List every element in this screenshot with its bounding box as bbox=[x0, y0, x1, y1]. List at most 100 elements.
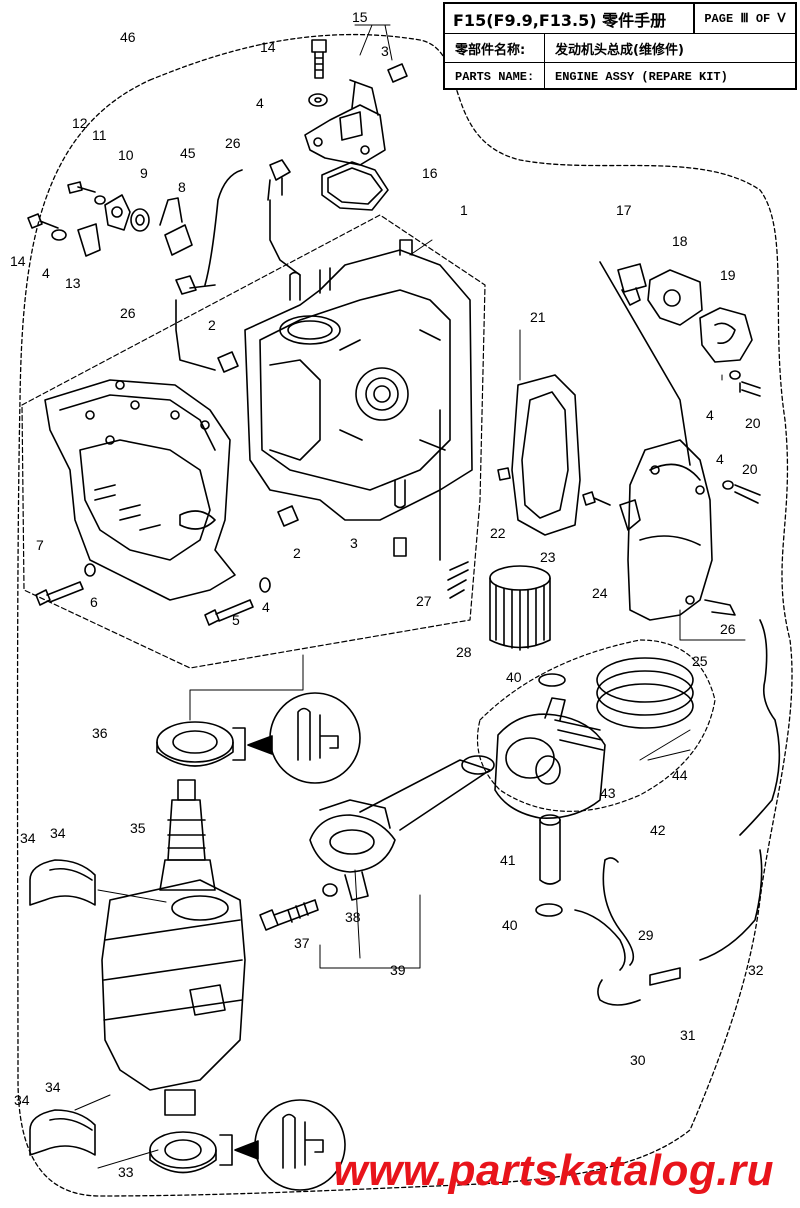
callout-c4e: 4 bbox=[262, 599, 270, 615]
bearing-34-top bbox=[29, 859, 96, 906]
callout-c14a: 14 bbox=[260, 39, 276, 55]
callout-c37: 37 bbox=[294, 935, 310, 951]
callout-c5: 5 bbox=[232, 612, 240, 628]
callout-c38: 38 bbox=[345, 909, 361, 925]
side-cover bbox=[619, 439, 761, 621]
callout-c13: 13 bbox=[65, 275, 81, 291]
callout-c33: 33 bbox=[118, 1164, 134, 1180]
piston-pin bbox=[539, 814, 561, 885]
model-title: F15(F9.9,F13.5) 零件手册 bbox=[445, 4, 695, 34]
callout-c20b: 20 bbox=[742, 461, 758, 477]
callout-c3a: 3 bbox=[381, 43, 389, 59]
assembly-46-boundary bbox=[16, 33, 793, 1197]
callout-c27: 27 bbox=[416, 593, 432, 609]
callout-c36: 36 bbox=[92, 725, 108, 741]
callout-c4d: 4 bbox=[716, 451, 724, 467]
piston-clip-40-top bbox=[538, 673, 566, 687]
callout-c8: 8 bbox=[178, 179, 186, 195]
callout-c19: 19 bbox=[720, 267, 736, 283]
parts-name-en-value: ENGINE ASSY (REPARE KIT) bbox=[555, 69, 728, 84]
callout-c2a: 2 bbox=[208, 317, 216, 333]
oil-seal-33 bbox=[149, 1131, 217, 1174]
dowel-2-lower bbox=[277, 505, 299, 527]
callout-c42: 42 bbox=[650, 822, 666, 838]
callout-c26c: 26 bbox=[720, 621, 736, 637]
callout-c29: 29 bbox=[638, 927, 654, 943]
callout-c34a: 34 bbox=[20, 830, 36, 846]
dowel-2-upper bbox=[217, 351, 239, 373]
callout-c12: 12 bbox=[72, 115, 88, 131]
callout-c30: 30 bbox=[630, 1052, 646, 1068]
callout-c4b: 4 bbox=[42, 265, 50, 281]
bolt-5 bbox=[204, 599, 254, 626]
callout-c34c: 34 bbox=[45, 1079, 61, 1095]
watermark: www.partskatalog.ru bbox=[333, 1146, 774, 1195]
bearing-34-bottom-inner bbox=[49, 1117, 93, 1131]
bolt-7 bbox=[35, 581, 84, 606]
callout-c35: 35 bbox=[130, 820, 146, 836]
bearing-34-bottom bbox=[29, 1109, 96, 1156]
washer-6 bbox=[84, 563, 96, 577]
callout-c24: 24 bbox=[592, 585, 608, 601]
water-tube bbox=[175, 159, 301, 371]
callout-c26b: 26 bbox=[120, 305, 136, 321]
cover-plate bbox=[304, 79, 386, 166]
callout-c4c: 4 bbox=[706, 407, 714, 423]
callout-c32: 32 bbox=[748, 962, 764, 978]
bolt-37 bbox=[259, 899, 319, 931]
callout-c43: 43 bbox=[600, 785, 616, 801]
parts-name-cn-value: 发动机头总成(维修件) bbox=[545, 34, 795, 63]
callout-c45: 45 bbox=[180, 145, 196, 161]
callout-c3b: 3 bbox=[350, 535, 358, 551]
callout-c39: 39 bbox=[390, 962, 406, 978]
bolt-23 bbox=[582, 491, 611, 506]
callout-c18: 18 bbox=[672, 233, 688, 249]
thermostat-parts bbox=[599, 261, 761, 466]
seal-detail-top bbox=[232, 692, 361, 784]
callout-c22: 22 bbox=[490, 525, 506, 541]
title-block: F15(F9.9,F13.5) 零件手册 PAGE Ⅲ OF Ⅴ 零部件名称: … bbox=[443, 2, 797, 90]
leader-lines bbox=[74, 24, 746, 1169]
callout-c11: 11 bbox=[92, 127, 107, 143]
callout-c10: 10 bbox=[118, 147, 134, 163]
piston-clip-40-bottom bbox=[535, 903, 563, 917]
gasket bbox=[321, 161, 389, 211]
piston bbox=[494, 697, 606, 819]
seal-detail-bottom bbox=[219, 1099, 346, 1191]
callout-c26a: 26 bbox=[225, 135, 241, 151]
page-number: PAGE Ⅲ OF Ⅴ bbox=[695, 4, 795, 34]
callout-c31: 31 bbox=[680, 1027, 696, 1043]
callout-c34b: 34 bbox=[50, 825, 66, 841]
oil-seal-36 bbox=[156, 721, 234, 767]
gasket-21-inner bbox=[521, 391, 569, 519]
pin-22 bbox=[497, 467, 511, 481]
pin-3-lower bbox=[393, 537, 407, 557]
gasket-inner bbox=[327, 167, 383, 205]
washer-4-top bbox=[308, 93, 328, 107]
callout-c4a: 4 bbox=[256, 95, 264, 111]
callout-c25: 25 bbox=[692, 653, 708, 669]
piston-rings bbox=[596, 657, 694, 729]
callout-c2b: 2 bbox=[293, 545, 301, 561]
bearing-34-top-inner bbox=[49, 867, 93, 881]
connecting-rod bbox=[309, 755, 495, 901]
bolt-14-top bbox=[311, 39, 327, 79]
pin-3-top bbox=[387, 63, 408, 83]
callout-c1: 1 bbox=[460, 202, 468, 218]
callout-c40a: 40 bbox=[506, 669, 522, 685]
crankcase bbox=[44, 379, 236, 601]
callout-c34d: 34 bbox=[14, 1092, 30, 1108]
callout-c46: 46 bbox=[120, 29, 136, 45]
callout-c28: 28 bbox=[456, 644, 472, 660]
callout-c40b: 40 bbox=[502, 917, 518, 933]
water-hoses bbox=[574, 619, 781, 1006]
callout-c44: 44 bbox=[672, 767, 688, 783]
callout-c9: 9 bbox=[140, 165, 148, 181]
cylinder-block bbox=[244, 239, 473, 521]
callout-c23: 23 bbox=[540, 549, 556, 565]
left-small-parts bbox=[27, 181, 193, 257]
parts-name-en-label: PARTS NAME: bbox=[445, 63, 545, 90]
callout-c7: 7 bbox=[36, 537, 44, 553]
